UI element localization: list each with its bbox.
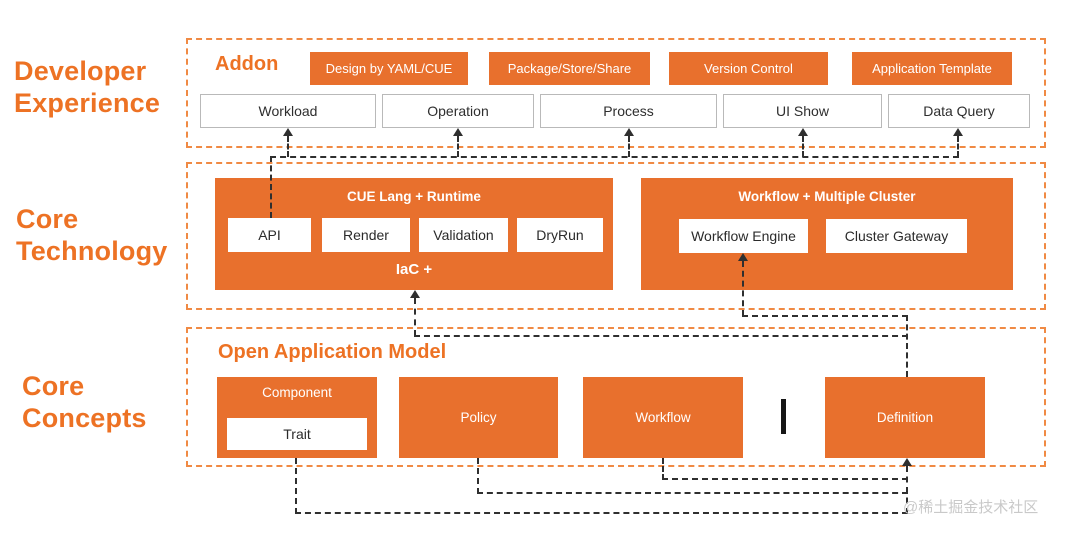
connector-to-process xyxy=(628,136,630,157)
section-developer-experience xyxy=(186,38,1046,148)
connector-to-workload xyxy=(287,136,289,157)
connector-bus-to-api xyxy=(270,156,272,218)
addon-button-design-by-yaml-cue: Design by YAML/CUE xyxy=(310,52,468,85)
connector-iac-horizontal xyxy=(414,335,908,337)
workflow-panel-title: Workflow + Multiple Cluster xyxy=(738,189,916,204)
side-label-developer-experience: Developer Experience xyxy=(14,56,161,119)
connector-policy-vertical xyxy=(477,458,479,494)
connector-workflow-horizontal xyxy=(662,478,908,480)
connector-component-vertical xyxy=(295,458,297,514)
capability-box-operation: Operation xyxy=(382,94,534,128)
workflow-engine-box: Workflow Engine xyxy=(679,219,808,253)
arrow-to-definition xyxy=(902,458,912,466)
arrow-to-iac xyxy=(410,290,420,298)
addon-button-package-store-share: Package/Store/Share xyxy=(489,52,650,85)
connector-component-horizontal xyxy=(295,512,908,514)
connector-workflow-engine-horizontal xyxy=(742,315,908,317)
capability-box-process: Process xyxy=(540,94,717,128)
cue-panel-footer-iac: IaC + xyxy=(395,261,433,278)
arrow-to-data-query xyxy=(953,128,963,136)
addon-button-application-template: Application Template xyxy=(852,52,1012,85)
cue-item-dryrun: DryRun xyxy=(517,218,603,252)
capability-box-ui-show: UI Show xyxy=(723,94,882,128)
open-application-model-title: Open Application Model xyxy=(218,341,447,363)
arrow-to-workload xyxy=(283,128,293,136)
arrow-to-process xyxy=(624,128,634,136)
watermark: @稀土掘金技术社区 xyxy=(903,499,1039,516)
divider-bar xyxy=(781,399,786,434)
definition-box: Definition xyxy=(825,377,985,458)
arrow-to-workflow-engine xyxy=(738,253,748,261)
addon-label: Addon xyxy=(215,53,279,75)
connector-definition-top xyxy=(906,315,908,377)
policy-box: Policy xyxy=(399,377,558,458)
connector-iac-vertical xyxy=(414,298,416,336)
capability-box-workload: Workload xyxy=(200,94,376,128)
workflow-box: Workflow xyxy=(583,377,743,458)
cluster-gateway-box: Cluster Gateway xyxy=(826,219,967,253)
cue-panel-title: CUE Lang + Runtime xyxy=(347,189,481,204)
addon-button-version-control: Version Control xyxy=(669,52,828,85)
side-label-core-technology: Core Technology xyxy=(16,204,168,267)
connector-to-ui-show xyxy=(802,136,804,157)
trait-box: Trait xyxy=(227,418,367,450)
cue-item-api: API xyxy=(228,218,311,252)
capability-box-data-query: Data Query xyxy=(888,94,1030,128)
side-label-core-concepts: Core Concepts xyxy=(22,371,147,434)
section-core-technology xyxy=(186,162,1046,310)
arrow-to-operation xyxy=(453,128,463,136)
connector-to-operation xyxy=(457,136,459,157)
arrow-to-ui-show xyxy=(798,128,808,136)
connector-policy-horizontal xyxy=(477,492,908,494)
cue-item-render: Render xyxy=(322,218,410,252)
cue-item-validation: Validation xyxy=(419,218,508,252)
connector-bus-devexp xyxy=(270,156,959,158)
connector-workflow-engine-vertical xyxy=(742,261,744,316)
section-core-concepts xyxy=(186,327,1046,467)
connector-to-data-query xyxy=(957,136,959,157)
component-label: Component xyxy=(262,385,332,400)
connector-definition-bottom xyxy=(906,466,908,514)
connector-workflow-vertical xyxy=(662,458,664,480)
